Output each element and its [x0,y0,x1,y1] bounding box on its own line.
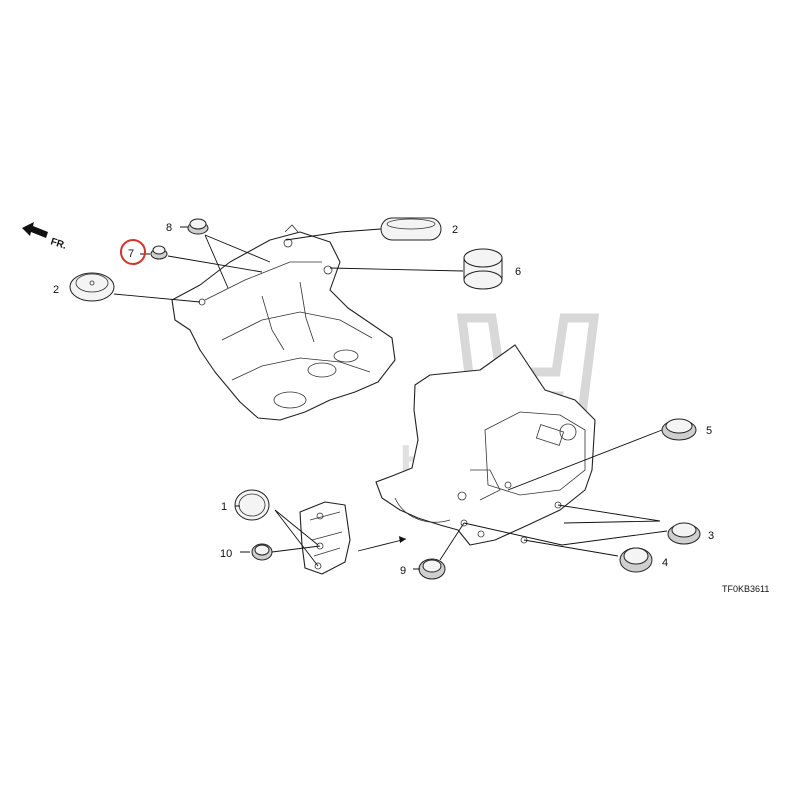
callout-3: 3 [708,530,714,542]
callout-2-left: 2 [53,284,59,296]
part-6-plug [463,248,503,290]
callout-6: 6 [515,266,521,278]
front-direction-indicator: FR. [22,222,68,252]
floor-panel-assembly [171,224,396,421]
part-9-grommet [418,558,446,580]
part-8-grommet [187,218,209,235]
part-4-plug [619,547,653,573]
part-3-grommet [667,522,701,545]
callout-4: 4 [662,557,668,569]
diagram-code: TF0KB3611 [722,584,769,594]
part-1-plug [234,489,270,521]
callout-9: 9 [400,565,406,577]
part-2-upper-plug [380,217,442,241]
part-10-grommet [251,543,273,561]
part-7-grommet [150,245,168,260]
part-5-grommet [661,418,697,441]
bracket-assembly [299,501,351,575]
callout-10: 10 [220,548,232,560]
callout-2-upper: 2 [452,224,458,236]
highlight-ring [120,239,146,265]
callout-7: 7 [128,248,134,260]
rear-body-assembly [375,344,596,546]
part-2-left-plug [69,272,115,302]
callout-5: 5 [706,425,712,437]
callout-8: 8 [166,222,172,234]
reference-arrow-icon [399,536,406,543]
callout-labels: 8 7 2 2 6 5 3 4 1 10 9 [53,222,714,577]
front-label: FR. [49,236,68,252]
leader-lines [113,226,668,570]
front-arrow-icon [22,222,48,238]
callout-1: 1 [221,501,227,513]
